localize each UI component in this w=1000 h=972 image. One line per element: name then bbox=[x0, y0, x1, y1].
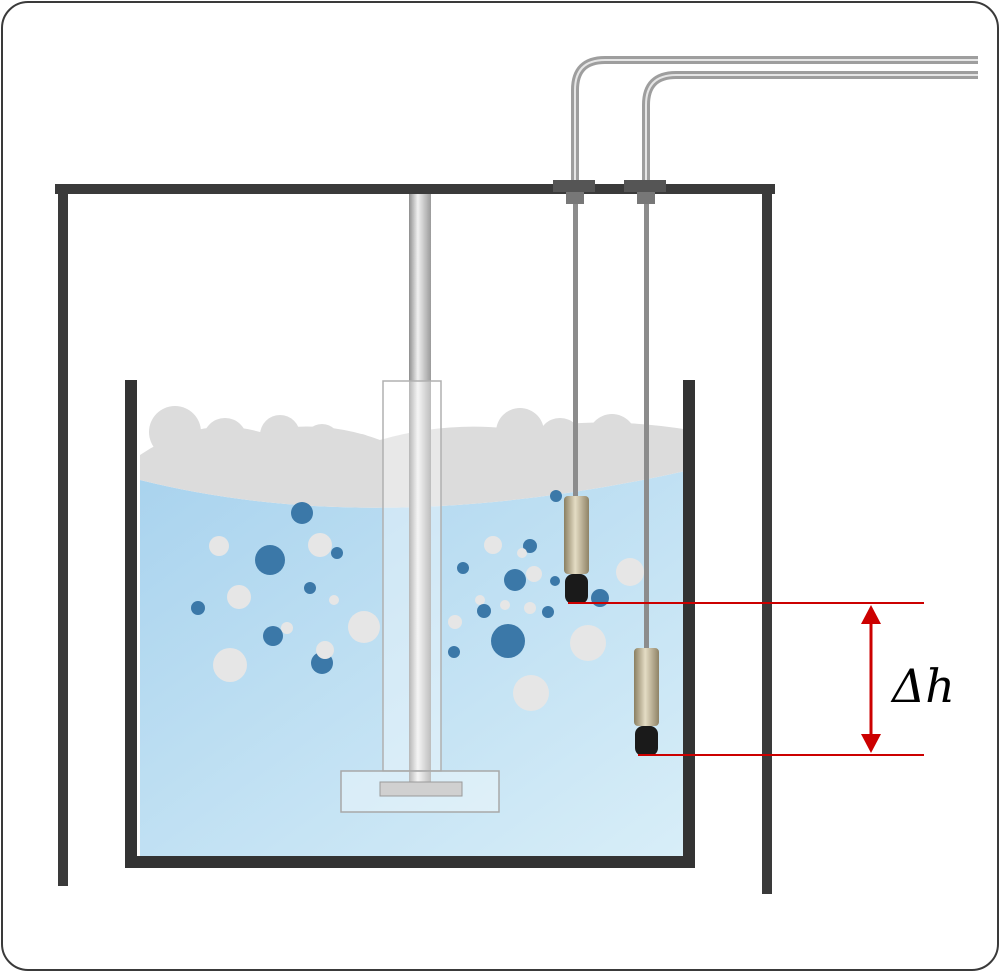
foam-layer bbox=[140, 406, 690, 508]
stirrer-hub bbox=[379, 781, 463, 797]
gas-bubble-dark bbox=[263, 626, 283, 646]
height-difference-dimension bbox=[568, 602, 924, 756]
pressure-sensor-lower bbox=[624, 71, 978, 756]
sensor-upper-body bbox=[564, 496, 589, 574]
sensor-lower-fitting bbox=[624, 180, 666, 192]
gas-bubble-light bbox=[524, 602, 536, 614]
gas-bubble-dark bbox=[542, 606, 554, 618]
delta-h-label: Δh bbox=[890, 659, 955, 713]
gas-bubble-dark bbox=[504, 569, 526, 591]
stirrer-shaft bbox=[409, 194, 431, 788]
gas-bubble-dark bbox=[304, 582, 316, 594]
gas-bubble-dark bbox=[191, 601, 205, 615]
stirrer bbox=[340, 194, 500, 813]
gas-bubble-light bbox=[526, 566, 542, 582]
gas-bubble-light bbox=[209, 536, 229, 556]
gas-bubble-light bbox=[484, 536, 502, 554]
gas-bubble-light bbox=[500, 600, 510, 610]
sensor-lower-nut bbox=[637, 192, 655, 204]
gas-bubble-dark bbox=[255, 545, 285, 575]
gas-bubble-light bbox=[213, 648, 247, 682]
gas-bubble-light bbox=[329, 595, 339, 605]
gas-bubble-light bbox=[227, 585, 251, 609]
gas-bubble-dark bbox=[550, 490, 562, 502]
gas-bubble-dark bbox=[331, 547, 343, 559]
gas-bubble-light bbox=[570, 625, 606, 661]
sensor-upper-cable bbox=[573, 204, 578, 496]
tank-left-wall bbox=[125, 380, 137, 868]
gas-bubble-light bbox=[316, 641, 334, 659]
gas-bubble-light bbox=[513, 675, 549, 711]
tank-bottom bbox=[125, 856, 695, 868]
gas-bubble-dark bbox=[291, 502, 313, 524]
pressure-sensor-upper bbox=[553, 56, 978, 604]
gas-bubble-dark bbox=[477, 604, 491, 618]
gas-bubble-dark bbox=[550, 576, 560, 586]
stand-left-leg bbox=[58, 184, 68, 886]
sensor-upper-tip bbox=[565, 574, 588, 604]
gas-bubble-dark bbox=[491, 624, 525, 658]
gas-bubbles bbox=[191, 490, 644, 711]
gas-bubble-light bbox=[348, 611, 380, 643]
sensor-lower-cable bbox=[644, 204, 649, 650]
gas-bubble-light bbox=[281, 622, 293, 634]
stand-top-beam bbox=[55, 184, 775, 194]
tank-right-wall bbox=[683, 380, 695, 868]
sensor-upper-fitting bbox=[553, 180, 595, 192]
sensor-upper-nut bbox=[566, 192, 584, 204]
gas-bubble-light bbox=[448, 615, 462, 629]
gas-bubble-light bbox=[536, 686, 548, 698]
gas-bubble-light bbox=[475, 595, 485, 605]
sensor-lower-tip bbox=[635, 726, 658, 756]
gas-bubble-dark bbox=[523, 539, 537, 553]
stand-frame bbox=[55, 184, 775, 894]
gas-bubble-light bbox=[517, 548, 527, 558]
stand-right-leg bbox=[762, 184, 772, 894]
dimension-arrow-up bbox=[861, 605, 881, 624]
sensor-lower-body bbox=[634, 648, 659, 726]
gas-bubble-light bbox=[308, 533, 332, 557]
stirrer-sleeve bbox=[382, 380, 442, 772]
gas-bubble-dark bbox=[448, 646, 460, 658]
gas-bubble-dark bbox=[591, 589, 609, 607]
gas-bubble-light bbox=[616, 558, 644, 586]
dimension-arrow-down bbox=[861, 734, 881, 753]
tank bbox=[125, 380, 695, 868]
gas-bubble-dark bbox=[457, 562, 469, 574]
